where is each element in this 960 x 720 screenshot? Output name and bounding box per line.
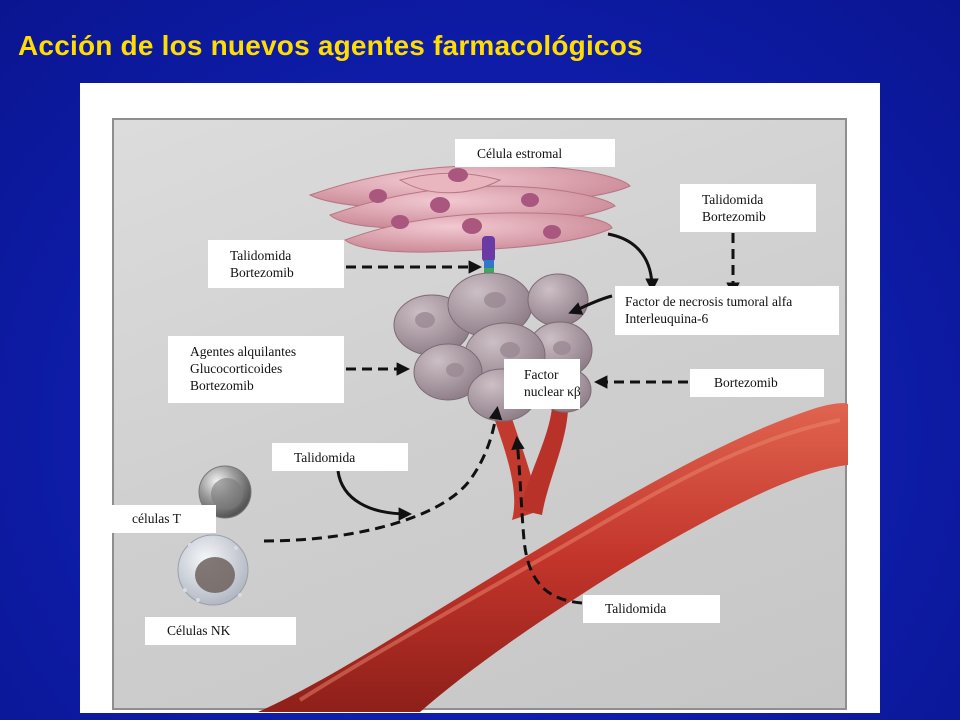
label-nk-cells: Células NK (145, 617, 296, 645)
label-text: Agentes alquilantes (190, 344, 297, 359)
label-text: Interleuquina-6 (625, 311, 709, 326)
label-text: Bortezomib (190, 378, 254, 393)
label-text: Talidomida (230, 248, 292, 263)
dashed-arrow-bottom-talidomida (511, 435, 583, 605)
label-text: Glucocorticoides (190, 361, 283, 376)
label-nfkb: Factor nuclear κβ (504, 359, 581, 409)
label-top-right-drugs: Talidomida Bortezomib (680, 184, 816, 232)
nk-cell (177, 534, 249, 606)
label-text: Bortezomib (714, 375, 778, 390)
label-text: Bortezomib (230, 265, 294, 280)
label-text: Talidomida (605, 601, 667, 616)
label-text: nuclear κβ (524, 384, 581, 399)
label-text: Talidomida (294, 450, 356, 465)
dashed-arrow-t-cells (263, 405, 503, 543)
label-text: células T (132, 511, 181, 526)
blood-vessel (258, 403, 848, 712)
solid-arrow-talidomida (336, 470, 413, 521)
capillaries (492, 406, 568, 520)
label-stromal-cell: Célula estromal (455, 139, 615, 167)
label-t-cells: células T (110, 505, 216, 533)
label-text: Factor de necrosis tumoral alfa (625, 294, 793, 309)
solid-arrow-stromal-to-factor (607, 232, 659, 293)
label-talidomida-mid: Talidomida (272, 443, 408, 471)
label-text: Factor (524, 367, 559, 382)
label-text: Talidomida (702, 192, 764, 207)
slide-title: Acción de los nuevos agentes farmacológi… (18, 30, 643, 61)
label-alkylating-agents: Agentes alquilantes Glucocorticoides Bor… (168, 336, 344, 403)
label-text: Bortezomib (702, 209, 766, 224)
stromal-cells (308, 164, 631, 253)
label-bortezomib: Bortezomib (690, 369, 824, 397)
label-text: Célula estromal (477, 146, 563, 161)
solid-arrow-factor-to-myeloma (568, 294, 613, 315)
label-talidomida-bottom: Talidomida (583, 595, 720, 623)
label-text: Células NK (167, 623, 231, 638)
label-tnf-il6: Factor de necrosis tumoral alfa Interleu… (615, 286, 839, 335)
label-left-drugs: Talidomida Bortezomib (208, 240, 344, 288)
